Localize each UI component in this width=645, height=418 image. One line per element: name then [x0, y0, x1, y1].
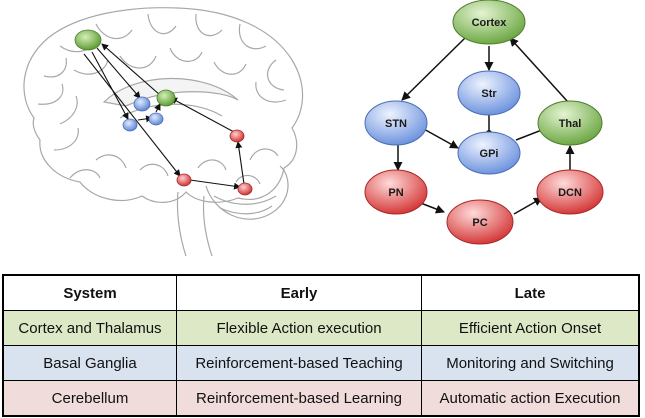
table-row-cerebellum: Cerebellum Reinforcement-based Learning …	[2, 380, 640, 417]
cell-early: Reinforcement-based Learning	[176, 380, 422, 417]
network-node-pc: PC	[446, 199, 514, 245]
node-label-pn: PN	[388, 187, 403, 199]
network-node-str: Str	[457, 70, 521, 116]
brain-outline	[23, 7, 304, 257]
cell-late: Automatic action Execution	[421, 380, 640, 417]
brain-pn-node	[176, 173, 192, 187]
arrow-cortex-to-pn	[83, 53, 181, 177]
network-node-thal: Thal	[537, 100, 603, 146]
network-node-stn: STN	[364, 100, 428, 146]
arrow-thal-to-cortex	[101, 43, 161, 96]
arrow-cortex-to-str	[96, 47, 141, 99]
network-node-dcn: DCN	[536, 169, 604, 215]
table-row-cortex-thalamus: Cortex and Thalamus Flexible Action exec…	[2, 310, 640, 346]
brain-illustration	[23, 7, 304, 257]
cell-late: Efficient Action Onset	[421, 310, 640, 346]
arrow-gpi-to-thal	[154, 103, 161, 113]
header-late: Late	[421, 274, 640, 311]
brain-thalamus-node	[156, 89, 176, 107]
brain-pathway-arrows	[83, 43, 245, 190]
cell-early: Reinforcement-based Teaching	[176, 345, 422, 381]
table-row-basal-ganglia: Basal Ganglia Reinforcement-based Teachi…	[2, 345, 640, 381]
network-node-gpi: GPi	[457, 131, 521, 175]
node-label-gpi: GPi	[480, 148, 499, 160]
arrow-dcn-to-thal	[170, 97, 235, 133]
arrow-pn-to-pc	[189, 179, 241, 190]
header-system: System	[2, 274, 177, 311]
edge-stn-gpi	[421, 127, 459, 149]
header-early: Early	[176, 274, 422, 311]
edge-thal-cortex	[509, 37, 569, 103]
brain-pc-node	[237, 182, 253, 196]
brain-dcn-node	[229, 129, 245, 143]
cell-early: Flexible Action execution	[176, 310, 422, 346]
cell-system: Cerebellum	[2, 380, 177, 417]
brain-gpi-node	[148, 112, 164, 126]
cell-system: Cortex and Thalamus	[2, 310, 177, 346]
node-label-cortex: Cortex	[472, 17, 508, 29]
arrow-pc-to-dcn	[235, 141, 245, 185]
brain-striatum-node	[133, 96, 151, 112]
network-node-cortex: Cortex	[452, 0, 526, 45]
node-label-thal: Thal	[559, 118, 582, 130]
cell-late: Monitoring and Switching	[421, 345, 640, 381]
table-header-row: System Early Late	[2, 274, 640, 311]
brain-cortex-node	[74, 29, 102, 51]
edge-cortex-stn	[401, 37, 466, 101]
network-node-pn: PN	[364, 169, 428, 215]
brain-stn-node	[122, 118, 138, 132]
cell-system: Basal Ganglia	[2, 345, 177, 381]
arrow-cortex-to-stn	[91, 51, 129, 120]
node-label-str: Str	[481, 88, 497, 100]
system-phase-table: System Early Late Cortex and Thalamus Fl…	[2, 274, 640, 417]
node-label-pc: PC	[472, 217, 487, 229]
edge-pc-dcn	[513, 197, 543, 215]
node-label-stn: STN	[385, 118, 407, 130]
node-label-dcn: DCN	[558, 187, 582, 199]
network-diagram: Cortex Str STN GPi Thal PN PC DCN	[364, 0, 604, 245]
